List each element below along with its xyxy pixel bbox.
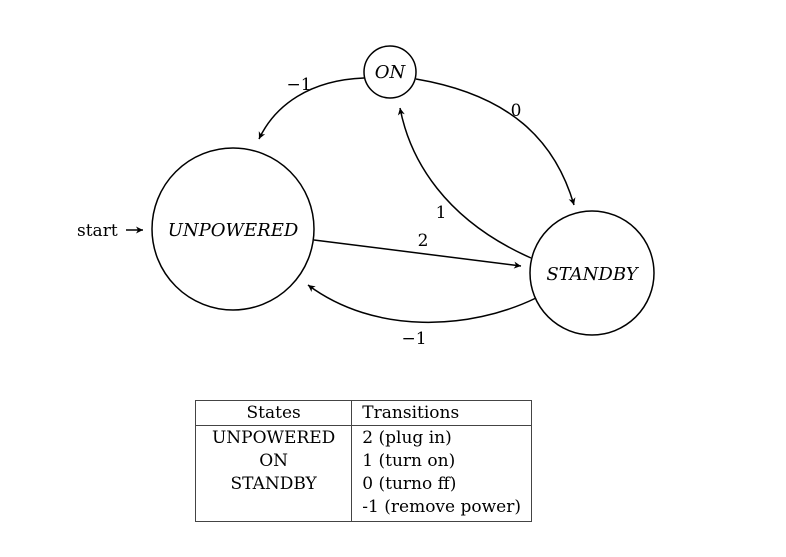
edge-label-on-to-unpowered: −1 [286,75,311,95]
edge-label-on-to-standby: 0 [511,101,522,121]
edge-label-standby-to-unpowered: −1 [401,329,426,349]
state-diagram: start UNPOWERED ON STANDBY −1 0 1 2 −1 [77,45,655,349]
table-row: STANDBY 0 (turno ff) [195,472,532,495]
edge-label-unpowered-to-standby: 2 [418,231,429,251]
edge-label-standby-to-on: 1 [436,203,447,223]
table-row: ON 1 (turn on) [195,449,532,472]
edge-unpowered-to-standby [313,239,522,269]
table-header-row: States Transitions [195,400,532,426]
transition-cell: 1 (turn on) [362,450,456,471]
edge-on-to-standby [415,78,576,206]
state-label-unpowered: UNPOWERED [168,220,299,241]
state-node-unpowered [151,147,315,311]
state-node-on [363,45,417,99]
start-label: start [77,221,118,241]
transition-cell: 0 (turno ff) [362,473,457,494]
state-cell: STANDBY [195,472,353,495]
state-label-standby: STANDBY [546,264,639,285]
header-transitions: Transitions [351,400,532,426]
state-cell: UNPOWERED [195,425,353,449]
table-row: UNPOWERED 2 (plug in) [195,425,532,449]
state-node-standby [529,210,655,336]
table-row: -1 (remove power) [195,495,532,522]
transition-cell: -1 (remove power) [362,496,521,517]
edge-standby-to-unpowered [307,284,537,323]
transition-cell: 2 (plug in) [362,427,452,448]
state-label-on: ON [375,62,407,83]
states-transitions-table: States Transitions UNPOWERED 2 (plug in)… [195,400,532,522]
state-cell [195,495,353,522]
edge-on-to-unpowered [258,77,365,140]
edge-standby-to-on [397,107,532,259]
header-states: States [195,400,353,426]
state-cell: ON [195,449,353,472]
